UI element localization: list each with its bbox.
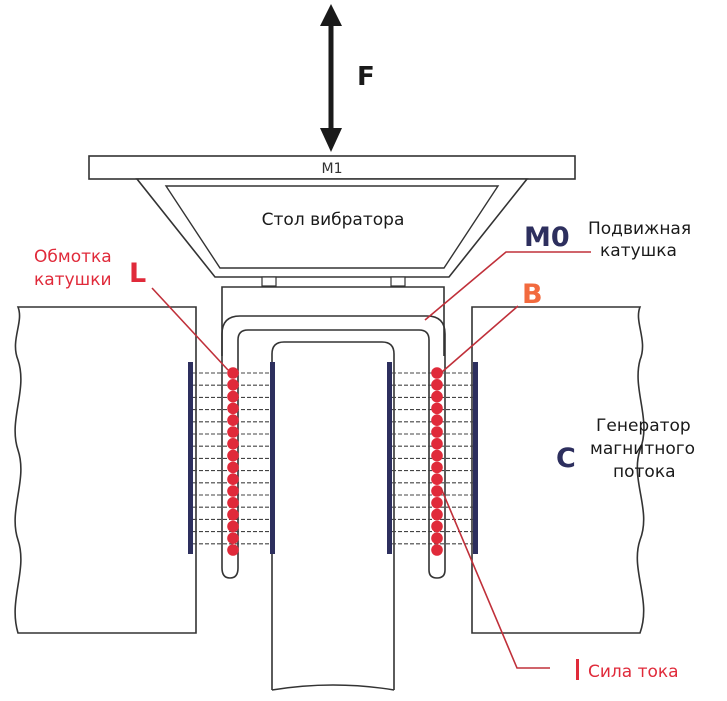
coil-turn — [227, 497, 239, 509]
coil-turn — [431, 379, 443, 391]
coil-winding-left — [227, 367, 239, 556]
vibrator-table-body — [135, 178, 529, 278]
moving-coil-label-line2: катушка — [600, 241, 677, 261]
coil-turn — [431, 473, 443, 486]
coil-turn — [431, 508, 443, 521]
coil-turn — [227, 367, 239, 379]
coil-turn — [431, 461, 443, 474]
coil-support-frame — [221, 286, 445, 356]
coil-turn — [227, 438, 239, 450]
left-magnet-block — [14, 306, 197, 634]
current-label: Сила тока — [588, 662, 679, 682]
coil-turn — [227, 532, 239, 544]
coil-turn — [227, 508, 239, 521]
coil-turn — [431, 497, 443, 509]
coil-turn — [431, 390, 443, 403]
c-label: C — [556, 443, 576, 474]
right-magnet-block — [471, 306, 645, 634]
b-label: B — [522, 279, 543, 310]
coil-turn — [431, 402, 443, 415]
force-label: F — [357, 62, 375, 92]
coil-turn — [227, 379, 239, 391]
coil-turn — [431, 367, 443, 379]
coil-turn — [227, 485, 239, 497]
moving-coil — [221, 315, 446, 579]
generator-label-line1: Генератор — [596, 416, 691, 436]
force-arrow-icon — [320, 4, 342, 152]
coil-winding-right — [431, 367, 443, 556]
coil-turn — [227, 461, 239, 474]
moving-coil-label-line1: Подвижная — [588, 219, 691, 239]
magnet-plates — [188, 362, 478, 554]
l-label: L — [129, 258, 146, 289]
coil-turn — [227, 426, 239, 438]
coil-turn — [227, 414, 239, 427]
coil-turn — [431, 449, 443, 462]
coil-turn — [227, 544, 239, 556]
connector-right — [390, 276, 406, 287]
coil-turn — [227, 473, 239, 486]
coil-turn — [431, 485, 443, 497]
coil-turn — [431, 438, 443, 450]
m0-label: M0 — [524, 222, 570, 253]
vibrator-table-label: Стол вибратора — [262, 210, 405, 230]
coil-turn — [431, 414, 443, 427]
coil-turn — [227, 402, 239, 415]
coil-turn — [431, 544, 443, 556]
generator-label-line3: потока — [613, 462, 676, 482]
connector-left — [261, 276, 277, 287]
coil-turn — [227, 390, 239, 403]
coil-turn — [431, 426, 443, 438]
winding-label-line1: Обмотка — [34, 247, 112, 267]
coil-turn — [227, 449, 239, 462]
central-pole-cut — [271, 684, 395, 691]
leader-lines — [151, 251, 591, 669]
m1-label: M1 — [322, 161, 343, 177]
generator-label-line2: магнитного — [590, 439, 695, 459]
i-label — [576, 659, 579, 680]
coil-turn — [431, 532, 443, 544]
central-pole — [271, 341, 395, 690]
coil-turn — [227, 520, 239, 533]
winding-label-line2: катушки — [34, 270, 112, 290]
coil-turn — [431, 520, 443, 533]
